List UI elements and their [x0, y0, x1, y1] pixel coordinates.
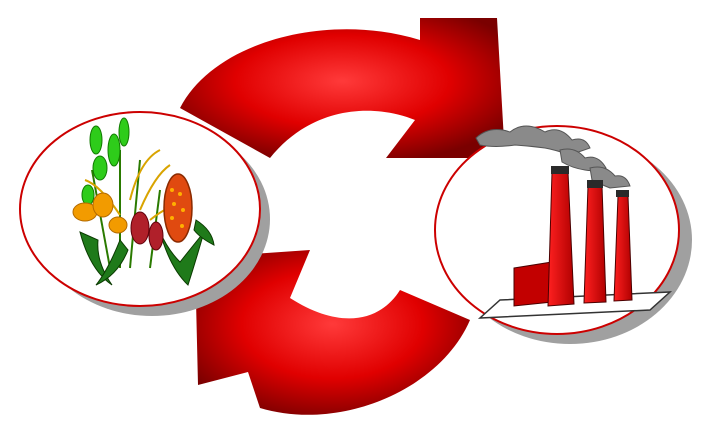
- factory-node: [435, 126, 692, 344]
- chimney-2: [584, 186, 606, 303]
- top-cycle-arrow: [180, 18, 505, 158]
- crops-node: [20, 112, 270, 316]
